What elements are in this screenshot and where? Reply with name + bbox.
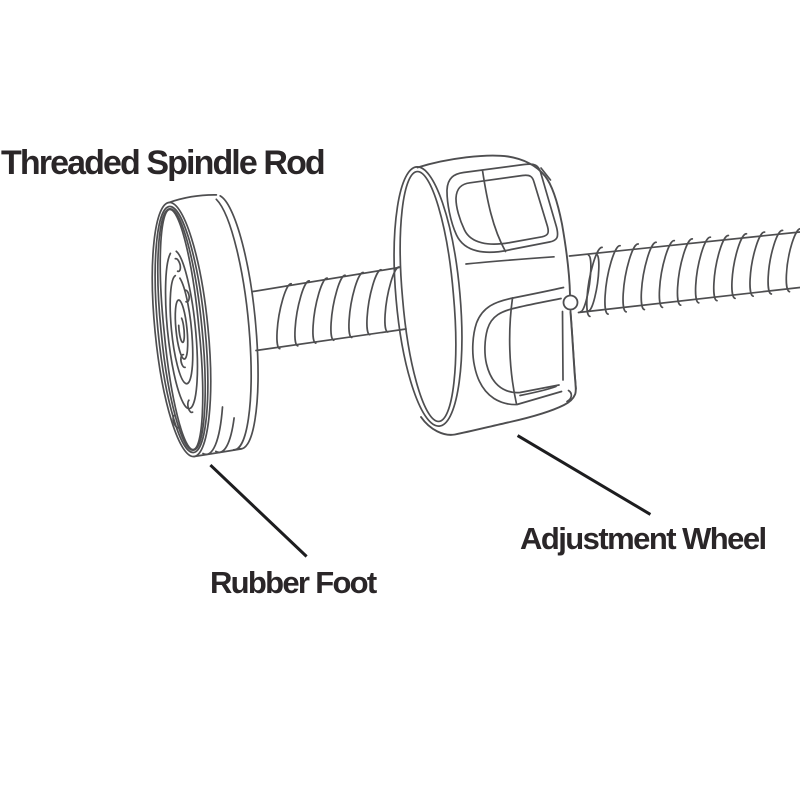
svg-text:Adjustment Wheel: Adjustment Wheel [520,521,766,556]
svg-text:Rubber Foot: Rubber Foot [210,565,377,600]
svg-text:Threaded Spindle Rod: Threaded Spindle Rod [1,144,324,182]
